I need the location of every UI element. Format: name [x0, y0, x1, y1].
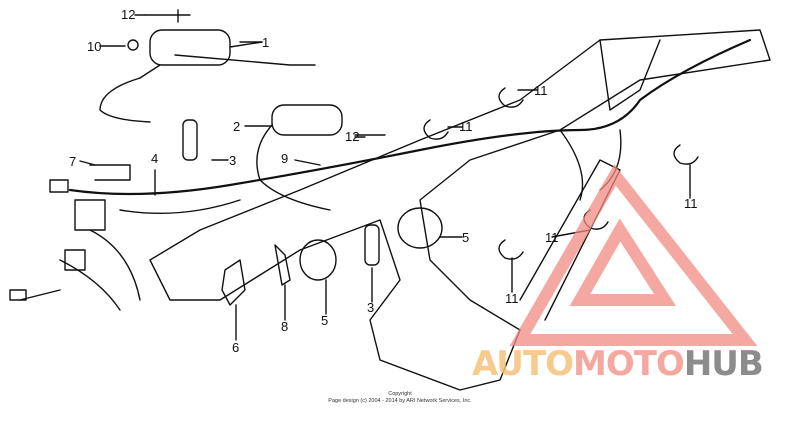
callout-7: 7: [69, 154, 77, 169]
callout-5: 5: [462, 230, 470, 245]
automotohub-logo: AUTOMOTOHUB: [472, 344, 764, 384]
callout-2: 2: [233, 119, 241, 134]
callout-12: 12: [345, 129, 360, 144]
callout-11: 11: [684, 196, 698, 211]
callout-3: 3: [367, 300, 375, 315]
callout-4: 4: [151, 151, 159, 166]
callout-11: 11: [505, 291, 519, 306]
callout-6: 6: [232, 340, 240, 355]
band-clamp-5a: [397, 207, 443, 249]
copyright-text: Page design (c) 2004 - 2014 by ARI Netwo…: [328, 398, 472, 404]
main-harness: [68, 38, 752, 196]
logo-auto: AUTO: [472, 344, 574, 384]
band-clamp-5b: [299, 239, 337, 281]
ignition-coil-2: [271, 104, 343, 136]
callout-11: 11: [545, 230, 559, 245]
automotohub-logo-icon: [509, 164, 758, 346]
callout-5: 5: [321, 313, 329, 328]
callout-3: 3: [229, 153, 237, 168]
copyright-label: Copyright: [388, 391, 412, 397]
ignition-coil-1: [149, 29, 231, 66]
callout-10: 10: [87, 39, 102, 54]
callout-9: 9: [281, 151, 289, 166]
logo-moto: MOTO: [572, 344, 685, 384]
callout-8: 8: [281, 319, 289, 334]
callout-11: 11: [459, 119, 473, 134]
callout-11: 11: [534, 83, 548, 98]
callout-1: 1: [262, 35, 270, 50]
callout-12: 12: [121, 7, 136, 22]
logo-hub: HUB: [683, 344, 764, 384]
